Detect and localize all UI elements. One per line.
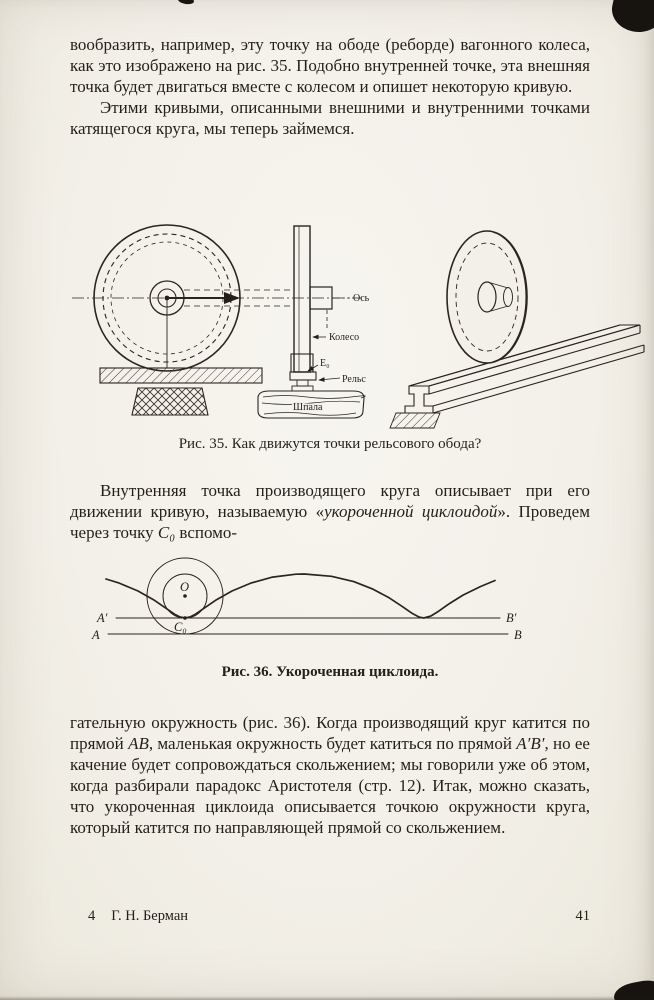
math-symbol: C₀ (157, 523, 176, 542)
figure-35-caption: Рис. 35. Как движутся точки рельсового о… (178, 436, 482, 452)
text-segment: Внутренняя точка производящего круга опи… (70, 481, 590, 521)
text-segment: , маленькая окружность будет катиться по… (148, 734, 517, 753)
wheel-perspective-view (389, 230, 645, 429)
wheel-side-view (257, 225, 366, 419)
bottom-text-block: гательную окружность (рис. 36). Когда пр… (70, 712, 590, 838)
intro-text-block: вообразить, например, эту точку на ободе… (70, 34, 590, 139)
scan-artifact (177, 0, 195, 6)
paragraph-1: вообразить, например, эту точку на ободе… (70, 35, 590, 96)
fig36-b-prime-label: B′ (506, 611, 517, 625)
text-segment: ». Проведем через точку (70, 502, 590, 542)
page-footer: 4 Г. Н. Берман 41 (70, 908, 590, 925)
mid-text-block: Внутренняя точка производящего круга опи… (70, 480, 590, 543)
fig35-wheel-label: Колесо (329, 332, 359, 343)
signature-number: 4 (88, 908, 96, 924)
fig35-e0-label: E₀ (320, 358, 330, 369)
paragraph-2: Этими кривыми, описанными внешними и вну… (70, 98, 590, 138)
fig36-c0-label: C₀ (174, 620, 187, 634)
paragraph-3: Внутренняя точка производящего круга опи… (70, 480, 590, 543)
fig36-a-prime-label: A′ (96, 611, 108, 625)
term-italic: укороченной циклоидой (324, 502, 498, 521)
figure-36-caption: Рис. 36. Укороченная циклоида. (221, 664, 439, 680)
fig36-a-label: A (91, 628, 100, 642)
scan-edge-shadow (0, 996, 654, 1000)
fig36-center-label: O (180, 580, 189, 594)
fig36-b-label: B (514, 628, 522, 642)
figure-35-drawing: Ось Колесо E₀ Рельс Шпала (72, 224, 645, 429)
paragraph-4: гательную окружность (рис. 36). Когда пр… (70, 712, 590, 838)
running-footer-left: 4 Г. Н. Берман (70, 908, 188, 925)
fig35-rail-label: Рельс (342, 374, 366, 385)
text-segment: , но ее качение будет сопровождаться ско… (70, 734, 590, 837)
math-symbol: A′B′ (516, 734, 545, 753)
figure-36-drawing: O C₀ A′ A B′ B (91, 557, 522, 642)
fig35-tie-label: Шпала (293, 402, 323, 413)
fig35-axle-label: Ось (353, 293, 370, 304)
text-segment: вспомо- (175, 523, 238, 542)
wheel-face-view (72, 224, 362, 416)
page-number: 41 (575, 908, 591, 924)
math-symbol: AB (128, 734, 149, 753)
text-segment: гательную окружность (рис. 36). Когда пр… (70, 713, 590, 753)
author-name: Г. Н. Берман (111, 908, 189, 924)
curtate-cycloid-diagram (105, 557, 509, 635)
scan-artifact (607, 0, 654, 37)
